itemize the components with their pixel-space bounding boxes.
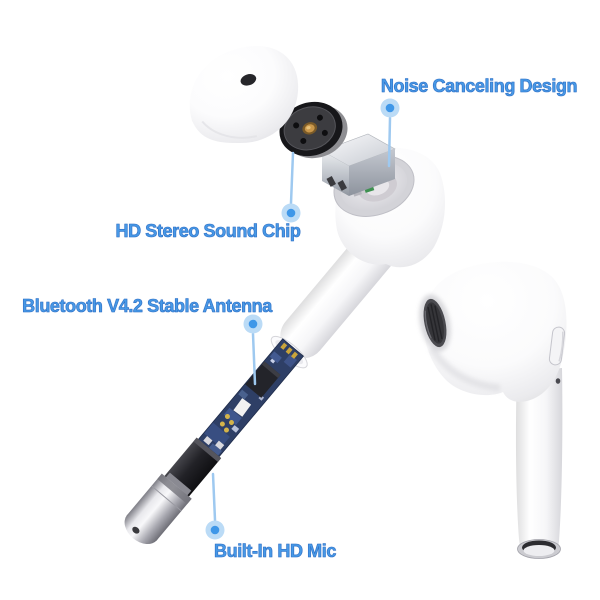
callout-dot-mic xyxy=(205,520,225,540)
sound-chip-module xyxy=(321,133,396,196)
label-bluetooth-antenna: Bluetooth V4.2 Stable Antenna xyxy=(22,296,273,317)
label-hd-stereo-sound-chip: HD Stereo Sound Chip xyxy=(115,221,301,242)
assembled-earbud-bottom-ring xyxy=(517,539,561,559)
mic-module xyxy=(124,435,225,545)
label-noise-canceling-design: Noise Canceling Design xyxy=(380,76,578,97)
callout-line-antenna xyxy=(251,332,257,386)
callout-line-noise-canceling xyxy=(387,116,392,168)
callout-dot-noise-canceling xyxy=(380,98,400,118)
speaker-driver-disc xyxy=(279,101,348,159)
ear-tip-cap xyxy=(189,46,299,144)
callout-dot-antenna xyxy=(243,314,263,334)
assembled-earbud-head xyxy=(422,261,567,402)
assembled-earbud xyxy=(419,261,567,559)
cap-vent-hole xyxy=(240,74,257,86)
side-button-slot xyxy=(548,326,566,366)
callouts xyxy=(205,98,400,540)
callout-line-mic xyxy=(211,472,217,522)
speaker-grille xyxy=(419,294,451,352)
assembled-mic-hole xyxy=(555,378,561,384)
callout-line-sound-chip xyxy=(289,151,295,205)
assembled-earbud-stem xyxy=(515,368,563,559)
callout-dot-sound-chip xyxy=(281,203,301,223)
assembled-earbud-head-shadow xyxy=(428,346,501,392)
label-built-in-hd-mic: Built-In HD Mic xyxy=(214,541,337,562)
antenna-pcb xyxy=(187,338,304,471)
